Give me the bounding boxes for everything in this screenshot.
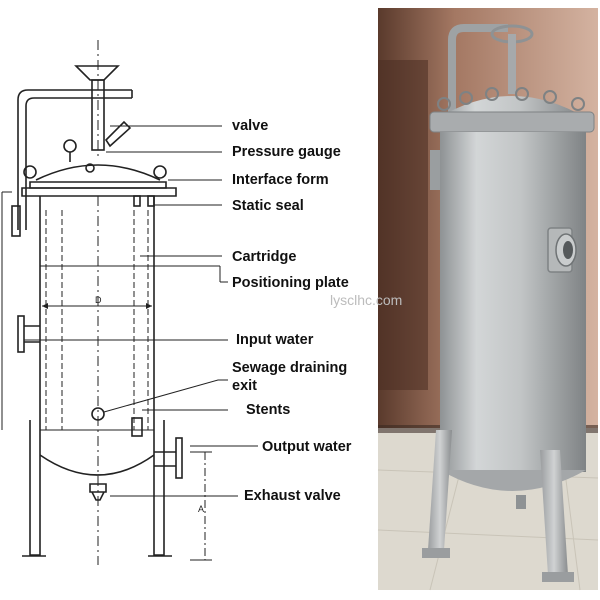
label-cartridge: Cartridge xyxy=(232,249,296,265)
dimension-d: D xyxy=(95,295,102,305)
label-pressure-gauge: Pressure gauge xyxy=(232,144,341,160)
dimension-a: A xyxy=(198,504,204,514)
label-sewage-exit: exit xyxy=(232,378,257,394)
filter-housing-body xyxy=(440,132,586,472)
valve-stem xyxy=(91,79,105,151)
vent-pipe xyxy=(17,89,132,230)
label-positioning-plate: Positioning plate xyxy=(232,275,349,291)
label-valve: valve xyxy=(232,118,268,134)
sewage-exit-icon xyxy=(91,407,105,421)
leader-lines xyxy=(24,125,258,497)
technical-drawing xyxy=(1,40,212,565)
leg-left xyxy=(29,420,41,556)
component-labels: valve Pressure gauge Interface form Stat… xyxy=(232,118,352,504)
output-water-flange xyxy=(175,437,183,479)
bottom-dish xyxy=(39,454,155,476)
interface-flange xyxy=(21,187,177,197)
label-static-seal: Static seal xyxy=(232,198,304,214)
stent-icon xyxy=(131,417,143,437)
exhaust-valve-icon xyxy=(89,483,107,493)
label-exhaust-valve: Exhaust valve xyxy=(244,488,341,504)
leg-right xyxy=(153,420,165,556)
watermark: lysclhc.com xyxy=(330,292,402,308)
label-sewage-draining: Sewage draining xyxy=(232,360,347,376)
label-interface-form: Interface form xyxy=(232,172,329,188)
dome-lid xyxy=(35,164,161,181)
label-stents: Stents xyxy=(246,402,290,418)
valve-handle-icon xyxy=(104,120,132,148)
pressure-gauge-icon xyxy=(63,139,77,153)
product-photo xyxy=(377,8,599,591)
eye-bolt-icon xyxy=(153,165,167,179)
label-output-water: Output water xyxy=(262,439,352,455)
label-input-water: Input water xyxy=(236,332,314,348)
top-handwheel-icon xyxy=(74,65,120,81)
eye-bolt-icon xyxy=(23,165,37,179)
input-water-flange xyxy=(17,315,25,353)
